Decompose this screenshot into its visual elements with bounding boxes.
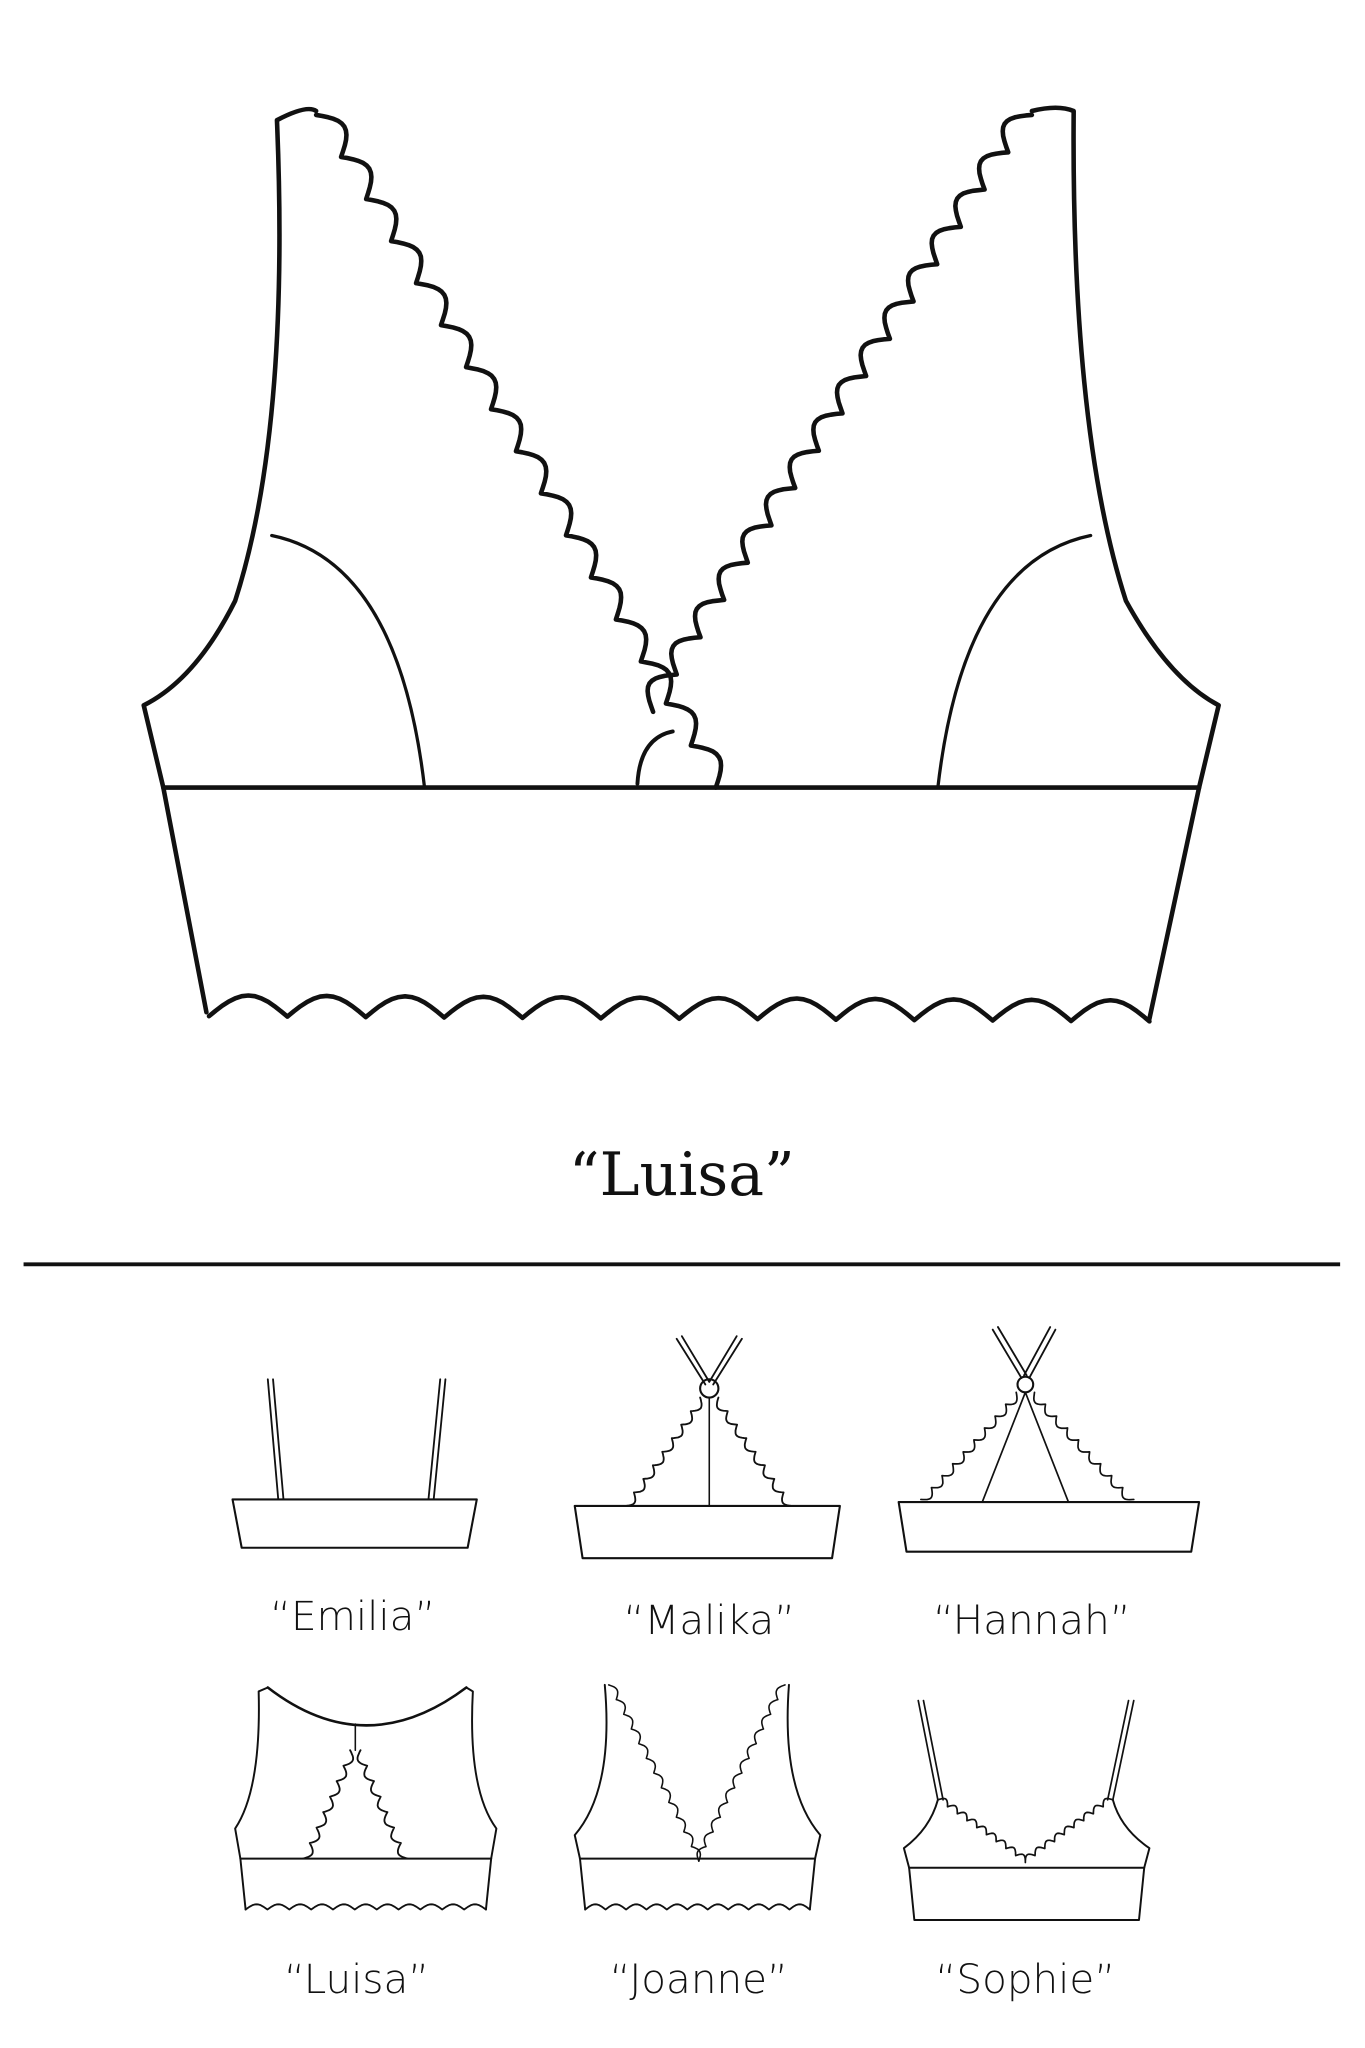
malika-ruffle	[623, 1396, 794, 1507]
emilia-band	[231, 1498, 478, 1549]
emilia-straps	[266, 1378, 447, 1501]
right-cup-seam	[936, 533, 1093, 790]
sophie-ruffle	[936, 1797, 1114, 1864]
variant-grid	[231, 1326, 1201, 1921]
inner-crossover-line	[635, 729, 675, 786]
label-malika: “Malika”	[623, 1596, 795, 1644]
luisa-hem	[244, 1903, 487, 1911]
left-cup-seam	[270, 533, 427, 790]
label-hannah: “Hannah”	[933, 1596, 1131, 1644]
main-luisa-illustration	[141, 105, 1221, 1024]
malika-band	[573, 1504, 841, 1560]
left-side-outline	[141, 106, 319, 1015]
main-title: “Luisa”	[569, 1140, 795, 1210]
luisa-back-ruffle	[302, 1749, 409, 1860]
label-luisa: “Luisa”	[284, 1955, 429, 2003]
sophie-sides	[902, 1798, 1151, 1921]
bottom-hem-ruffle	[206, 993, 1152, 1024]
joanne-hem	[584, 1903, 811, 1911]
label-emilia: “Emilia”	[270, 1592, 435, 1640]
malika-straps	[675, 1335, 743, 1386]
luisa-sides	[234, 1686, 498, 1911]
malika-ring	[699, 1378, 720, 1399]
hannah-ruffle	[920, 1391, 1135, 1501]
hannah-ring	[1016, 1375, 1035, 1394]
joanne-ruffle	[607, 1684, 786, 1863]
sophie-straps	[917, 1699, 1135, 1801]
right-side-outline	[1029, 105, 1221, 1022]
joanne-sides	[573, 1683, 822, 1911]
luisa-neckline	[266, 1686, 468, 1727]
right-neckline-ruffle	[645, 112, 1035, 715]
left-neckline-ruffle	[313, 112, 724, 790]
hannah-band	[897, 1500, 1201, 1553]
label-sophie: “Sophie”	[935, 1955, 1115, 2003]
label-joanne: “Joanne”	[610, 1955, 788, 2003]
hannah-straps	[991, 1326, 1057, 1379]
hannah-inner-lines	[981, 1391, 1070, 1503]
